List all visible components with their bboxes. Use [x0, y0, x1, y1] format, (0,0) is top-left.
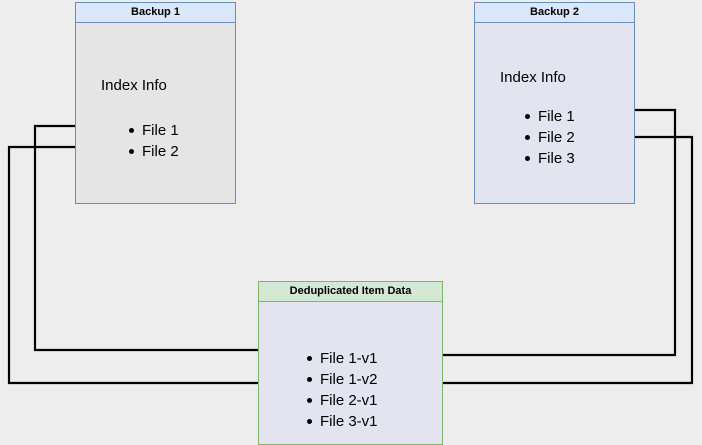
- backup-1-index-info-label: Index Info: [101, 77, 167, 94]
- deduplicated-item-data-node: Deduplicated Item Data File 1-v1 File 1-…: [258, 281, 443, 445]
- file-label: File 1-v2: [320, 371, 378, 388]
- list-item: File 1-v1: [307, 348, 378, 369]
- list-item: File 3: [525, 148, 575, 169]
- list-item: File 2-v1: [307, 390, 378, 411]
- backup-2-file-list: File 1 File 2 File 3: [525, 106, 575, 169]
- bullet-icon: [307, 356, 312, 361]
- deduplicated-item-data-body: File 1-v1 File 1-v2 File 2-v1 File 3-v1: [259, 302, 442, 444]
- file-label: File 3-v1: [320, 413, 378, 430]
- list-item: File 3-v1: [307, 411, 378, 432]
- backup-1-title: Backup 1: [76, 3, 235, 23]
- backup-1-file-list: File 1 File 2: [129, 120, 179, 162]
- bullet-icon: [307, 398, 312, 403]
- deduplicated-item-data-title: Deduplicated Item Data: [259, 282, 442, 302]
- file-label: File 3: [538, 150, 575, 167]
- backup-2-node: Backup 2 Index Info File 1 File 2 File 3: [474, 2, 635, 204]
- bullet-icon: [525, 135, 530, 140]
- backup-1-node: Backup 1 Index Info File 1 File 2: [75, 2, 236, 204]
- list-item: File 2: [129, 141, 179, 162]
- file-label: File 1-v1: [320, 350, 378, 367]
- dedup-file-list: File 1-v1 File 1-v2 File 2-v1 File 3-v1: [307, 348, 378, 432]
- backup-2-body: Index Info File 1 File 2 File 3: [475, 23, 634, 203]
- backup-1-body: Index Info File 1 File 2: [76, 23, 235, 203]
- bullet-icon: [525, 114, 530, 119]
- bullet-icon: [129, 128, 134, 133]
- bullet-icon: [307, 377, 312, 382]
- file-label: File 2: [538, 129, 575, 146]
- file-label: File 2: [142, 143, 179, 160]
- backup-2-title: Backup 2: [475, 3, 634, 23]
- list-item: File 2: [525, 127, 575, 148]
- bullet-icon: [129, 149, 134, 154]
- backup-2-index-info-label: Index Info: [500, 69, 566, 86]
- list-item: File 1: [525, 106, 575, 127]
- bullet-icon: [307, 419, 312, 424]
- file-label: File 1: [538, 108, 575, 125]
- list-item: File 1-v2: [307, 369, 378, 390]
- bullet-icon: [525, 156, 530, 161]
- file-label: File 1: [142, 122, 179, 139]
- file-label: File 2-v1: [320, 392, 378, 409]
- list-item: File 1: [129, 120, 179, 141]
